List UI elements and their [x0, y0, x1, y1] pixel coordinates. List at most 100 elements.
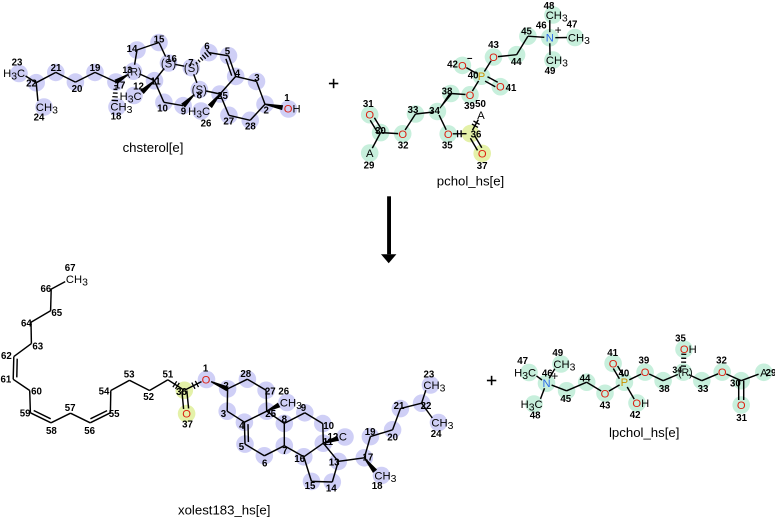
svg-text:CH3: CH3: [546, 10, 568, 24]
svg-text:65: 65: [51, 308, 62, 319]
svg-text:38: 38: [659, 384, 670, 395]
svg-text:35: 35: [442, 141, 453, 152]
svg-text:O: O: [609, 358, 618, 370]
svg-text:46: 46: [542, 368, 553, 379]
svg-text:26: 26: [201, 118, 212, 129]
svg-text:N: N: [546, 33, 554, 45]
svg-text:28: 28: [240, 369, 251, 380]
svg-text:H3C: H3C: [120, 91, 142, 105]
svg-text:51: 51: [163, 369, 174, 380]
svg-text:19: 19: [90, 63, 101, 74]
svg-text:62: 62: [1, 351, 12, 362]
svg-text:P: P: [621, 377, 628, 389]
svg-text:H3C: H3C: [3, 68, 25, 82]
svg-text:9: 9: [181, 107, 187, 118]
svg-text:21: 21: [394, 401, 405, 412]
svg-text:34: 34: [672, 365, 682, 375]
svg-text:20: 20: [387, 433, 398, 444]
svg-text:6: 6: [262, 459, 268, 470]
svg-text:O: O: [496, 82, 505, 94]
svg-text:13: 13: [329, 458, 340, 469]
svg-text:45: 45: [560, 394, 571, 405]
svg-text:39: 39: [639, 356, 650, 367]
svg-text:47: 47: [517, 356, 528, 367]
svg-text:H3C: H3C: [188, 106, 210, 120]
svg-text:15: 15: [305, 481, 316, 492]
svg-text:9: 9: [301, 403, 307, 414]
svg-text:1: 1: [284, 93, 290, 104]
svg-text:CH3: CH3: [431, 418, 453, 432]
svg-text:H3C: H3C: [514, 368, 536, 382]
svg-text:5: 5: [225, 46, 231, 57]
svg-text:41: 41: [506, 83, 517, 94]
svg-text:N: N: [542, 378, 550, 390]
svg-text:25: 25: [265, 409, 276, 420]
svg-text:25: 25: [217, 91, 228, 102]
svg-text:44: 44: [511, 57, 522, 68]
svg-text:CH3: CH3: [546, 55, 568, 69]
svg-text:(S): (S): [161, 58, 177, 70]
svg-text:28: 28: [245, 122, 256, 133]
svg-text:2: 2: [264, 106, 269, 117]
svg-text:O: O: [365, 110, 374, 122]
svg-text:29: 29: [766, 368, 775, 379]
svg-text:CH3: CH3: [568, 33, 590, 47]
svg-text:1: 1: [203, 364, 209, 375]
svg-text:CH3: CH3: [374, 471, 396, 485]
svg-text:(R): (R): [127, 66, 142, 78]
svg-text:39: 39: [464, 101, 475, 112]
svg-text:64: 64: [21, 319, 32, 330]
svg-text:A: A: [366, 148, 374, 160]
svg-text:49: 49: [545, 66, 556, 77]
svg-text:33: 33: [698, 384, 709, 395]
svg-text:8: 8: [197, 90, 203, 101]
svg-text:A: A: [760, 367, 768, 379]
svg-text:10: 10: [323, 421, 334, 432]
svg-text:O: O: [641, 367, 650, 379]
svg-text:lpchol_hs[e]: lpchol_hs[e]: [609, 425, 679, 440]
svg-text:21: 21: [51, 63, 62, 74]
svg-text:CH3: CH3: [280, 398, 302, 412]
svg-text:55: 55: [109, 409, 120, 420]
svg-text:44: 44: [580, 373, 591, 384]
svg-text:37: 37: [182, 420, 193, 431]
svg-text:18: 18: [111, 111, 122, 122]
svg-text:66: 66: [41, 284, 52, 295]
svg-text:36: 36: [471, 129, 482, 140]
svg-text:36: 36: [176, 387, 187, 398]
svg-text:63: 63: [32, 342, 43, 353]
svg-text:12: 12: [133, 82, 144, 93]
svg-text:27: 27: [265, 386, 276, 397]
svg-text:10: 10: [157, 103, 168, 114]
svg-text:18: 18: [372, 481, 383, 492]
svg-text:49: 49: [552, 348, 563, 359]
svg-text:C: C: [339, 432, 347, 444]
svg-text:16: 16: [294, 454, 305, 465]
svg-text:33: 33: [408, 105, 419, 116]
svg-text:17: 17: [363, 453, 374, 464]
svg-text:11: 11: [323, 437, 334, 448]
svg-text:+: +: [555, 23, 562, 37]
svg-text:24: 24: [431, 429, 442, 440]
svg-text:57: 57: [65, 403, 76, 414]
svg-text:53: 53: [124, 370, 135, 381]
svg-text:3: 3: [221, 409, 227, 420]
svg-text:20: 20: [72, 84, 83, 95]
svg-text:O: O: [182, 409, 191, 421]
svg-text:O: O: [444, 129, 453, 141]
svg-text:47: 47: [567, 20, 578, 31]
svg-text:31: 31: [736, 413, 747, 424]
svg-text:42: 42: [630, 410, 641, 421]
svg-text:chsterol[e]: chsterol[e]: [123, 140, 184, 155]
svg-text:43: 43: [600, 401, 611, 412]
svg-text:43: 43: [488, 40, 499, 51]
svg-text:59: 59: [20, 409, 31, 420]
svg-text:(S): (S): [192, 85, 208, 97]
svg-text:14: 14: [326, 483, 337, 494]
svg-text:31: 31: [363, 99, 374, 110]
svg-text:CH3: CH3: [36, 102, 58, 116]
svg-text:17: 17: [115, 81, 126, 92]
svg-text:58: 58: [46, 426, 57, 437]
svg-text:CH3: CH3: [110, 102, 132, 116]
svg-text:22: 22: [26, 79, 37, 90]
